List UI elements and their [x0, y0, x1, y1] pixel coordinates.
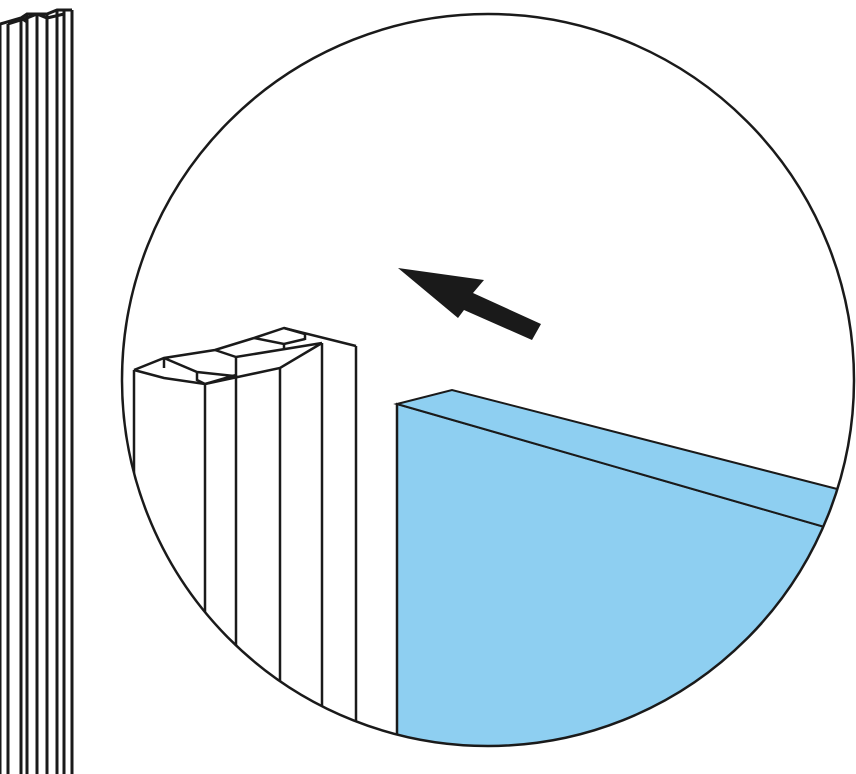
full-profile-strip: [0, 8, 74, 774]
detail-circle-outline: [120, 12, 856, 748]
glass-panel-top-edge: [393, 388, 854, 529]
detail-zoom-circle: [120, 12, 856, 748]
glass-panel: [393, 388, 854, 746]
insertion-direction-arrow: [398, 268, 541, 340]
arrow-icon: [398, 268, 541, 340]
